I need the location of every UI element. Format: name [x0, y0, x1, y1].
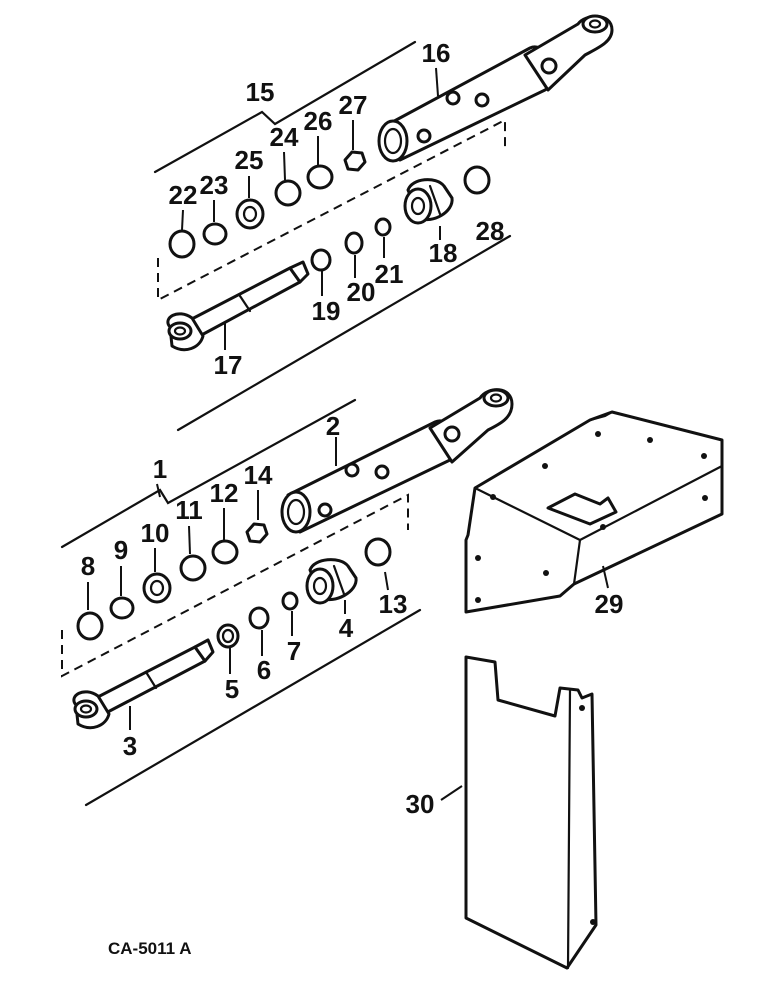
- cylinder-barrel-16: [377, 14, 614, 163]
- callout-9: 9: [114, 535, 128, 565]
- callout-25: 25: [235, 145, 264, 175]
- callout-6: 6: [257, 655, 271, 685]
- callout-5: 5: [225, 674, 239, 704]
- shield-29: [464, 410, 724, 614]
- leaders-upper: [181, 67, 441, 350]
- callout-15: 15: [246, 77, 275, 107]
- bracket-15: [153, 40, 417, 174]
- callout-18: 18: [429, 238, 458, 268]
- cylinder-barrel-2: [280, 388, 514, 534]
- callout-2: 2: [326, 411, 340, 441]
- seal-rings-lower: [76, 522, 392, 649]
- piston-rod-17: [166, 260, 310, 352]
- callout-3: 3: [123, 731, 137, 761]
- callout-labels: 1 2 3 4 5 6 7 8 9 10 11 12 13 14 15 16 1…: [81, 38, 624, 958]
- lower-cylinder-assembly: [60, 388, 514, 807]
- callout-8: 8: [81, 551, 95, 581]
- callout-7: 7: [287, 636, 301, 666]
- callout-16: 16: [422, 38, 451, 68]
- leaders-lower: [87, 437, 389, 730]
- base-line-lower: [84, 608, 422, 807]
- figure-reference: CA-5011 A: [108, 939, 191, 958]
- callout-14: 14: [244, 460, 273, 490]
- callout-10: 10: [141, 518, 170, 548]
- base-line-upper: [176, 234, 512, 432]
- callout-19: 19: [312, 296, 341, 326]
- callout-21: 21: [375, 259, 404, 289]
- callout-1: 1: [153, 454, 167, 484]
- dashed-guide-upper: [157, 118, 506, 302]
- piston-rod-3: [72, 638, 215, 730]
- callout-30: 30: [406, 789, 435, 819]
- callout-12: 12: [210, 478, 239, 508]
- seal-rings-upper: [168, 150, 491, 272]
- callout-23: 23: [200, 170, 229, 200]
- callout-22: 22: [169, 180, 198, 210]
- upper-cylinder-assembly: [153, 14, 614, 432]
- callout-20: 20: [347, 277, 376, 307]
- callout-29: 29: [595, 589, 624, 619]
- bracket-1: [60, 398, 357, 549]
- callout-24: 24: [270, 122, 299, 152]
- gland-18: [403, 178, 454, 225]
- callout-27: 27: [339, 90, 368, 120]
- callout-4: 4: [339, 613, 354, 643]
- dashed-guide-lower: [61, 493, 409, 678]
- callout-26: 26: [304, 106, 333, 136]
- callout-11: 11: [175, 495, 203, 525]
- callout-28: 28: [476, 216, 505, 246]
- gland-4: [305, 558, 358, 605]
- callout-13: 13: [379, 589, 408, 619]
- shield-30: [440, 655, 598, 970]
- callout-17: 17: [214, 350, 243, 380]
